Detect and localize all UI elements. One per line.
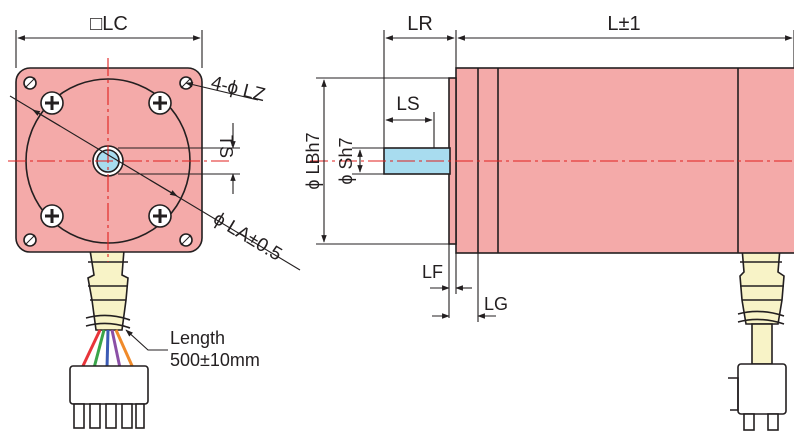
lc-label: □LC: [90, 13, 128, 35]
ls-dimension: LS: [385, 94, 435, 148]
lr-l-dimension: LR L±1: [383, 13, 794, 148]
ts-dimension: TS: [118, 123, 240, 194]
wire-bundle: [80, 329, 135, 369]
l-label: L±1: [607, 13, 640, 35]
lz-label: 4-ϕ LZ: [209, 72, 268, 106]
lb-label: ϕ LBh7: [303, 132, 323, 189]
lf-dimension: LF: [422, 244, 479, 322]
lr-label: LR: [407, 13, 433, 35]
ts-label: TS: [216, 135, 236, 158]
ls-label: LS: [396, 94, 419, 115]
lf-label: LF: [422, 262, 443, 282]
corner-holes: [23, 76, 193, 247]
lc-dimension: □LC: [15, 13, 203, 68]
lg-label: LG: [484, 294, 508, 314]
length-leader: Length 500±10mm: [125, 328, 260, 370]
front-cable: [69, 249, 149, 429]
front-view: □LC 4-ϕ LZ TS ϕ LA±0.5 Length 500±10mm: [8, 13, 301, 429]
screw-heads: [40, 91, 172, 228]
s-label: ϕ Sh7: [336, 137, 356, 184]
length-label: Length: [170, 328, 225, 348]
front-connector: [69, 365, 149, 429]
side-cable: [728, 247, 787, 431]
lb-dimension: ϕ LBh7: [303, 77, 449, 245]
length-value: 500±10mm: [170, 350, 260, 370]
la-label: ϕ LA±0.5: [209, 208, 285, 265]
s-dimension: ϕ Sh7: [336, 137, 384, 185]
side-view: LR L±1 LS ϕ LBh7 ϕ Sh7 LF: [303, 13, 794, 431]
lg-dimension: LG: [432, 294, 508, 319]
